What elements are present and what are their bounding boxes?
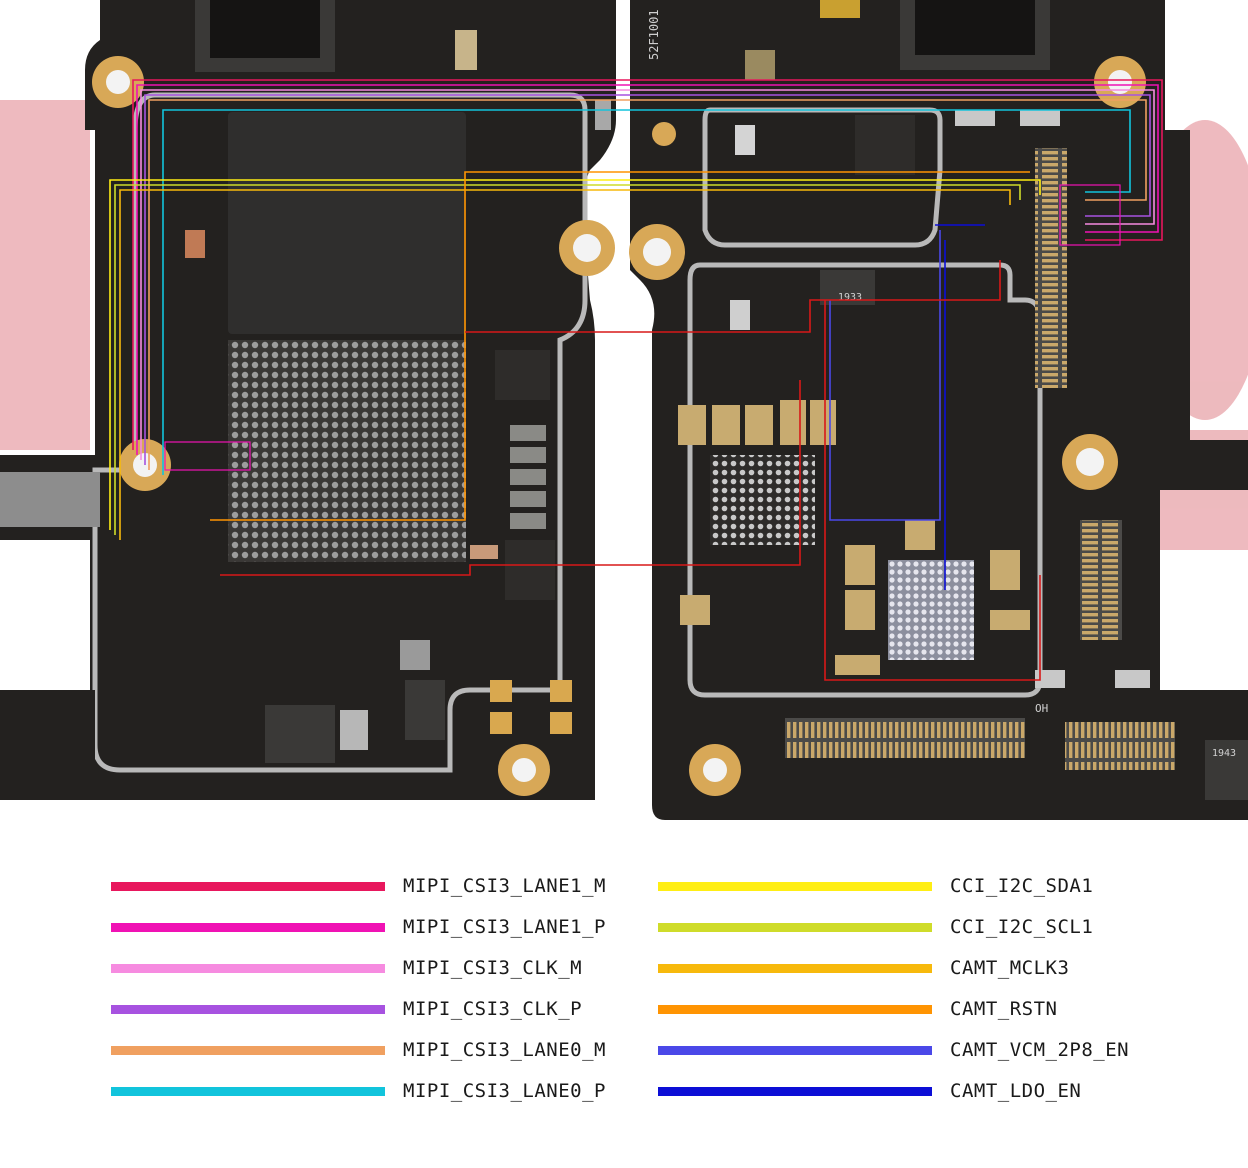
legend-label: MIPI_CSI3_LANE0_P (403, 1080, 606, 1102)
legend-label: CAMT_LDO_EN (950, 1080, 1082, 1102)
legend-swatch (658, 881, 932, 891)
trace-mclk (119, 189, 1011, 540)
trace-i2c-sda (109, 179, 1041, 530)
legend-item: MIPI_CSI3_CLK_P (111, 997, 582, 1021)
legend-label: CCI_I2C_SDA1 (950, 875, 1094, 897)
trace-vcm-en (829, 230, 941, 521)
ic-label-1943: 1943 (1212, 748, 1236, 759)
legend-label: CCI_I2C_SCL1 (950, 916, 1094, 938)
legend-label: MIPI_CSI3_LANE1_M (403, 875, 606, 897)
legend-item: MIPI_CSI3_CLK_M (111, 956, 582, 980)
legend-swatch (658, 922, 932, 932)
signal-traces (109, 79, 1163, 681)
legend-swatch (658, 963, 932, 973)
legend-swatch (111, 1045, 385, 1055)
legend-item: MIPI_CSI3_LANE1_P (111, 915, 606, 939)
legend-label: CAMT_VCM_2P8_EN (950, 1039, 1130, 1061)
legend-label: MIPI_CSI3_LANE0_M (403, 1039, 606, 1061)
connector-box-left (164, 441, 251, 471)
trace-i2c-scl (114, 184, 1021, 535)
connector-box-right (1059, 184, 1121, 246)
legend-item: CAMT_LDO_EN (658, 1079, 1081, 1103)
legend-swatch (658, 1045, 932, 1055)
signal-legend: MIPI_CSI3_LANE1_M MIPI_CSI3_LANE1_P MIPI… (0, 860, 1248, 1120)
legend-swatch (111, 1086, 385, 1096)
legend-label: MIPI_CSI3_LANE1_P (403, 916, 606, 938)
left-board (0, 0, 616, 800)
legend-swatch (111, 963, 385, 973)
legend-swatch (658, 1004, 932, 1014)
trace-rstn (210, 171, 1030, 521)
pcb-board-diagram: 52F1001 1933 OH 1943 (0, 0, 1248, 820)
trace-lane0-p (162, 109, 1131, 475)
legend-item: MIPI_CSI3_LANE0_M (111, 1038, 606, 1062)
legend-label: MIPI_CSI3_CLK_M (403, 957, 583, 979)
legend-item: CAMT_VCM_2P8_EN (658, 1038, 1129, 1062)
trace-red-1 (465, 260, 1041, 681)
trace-clk-p (144, 94, 1151, 465)
legend-swatch (111, 881, 385, 891)
legend-label: CAMT_MCLK3 (950, 957, 1070, 979)
trace-clk-m (140, 89, 1155, 460)
trace-lane1-p (136, 84, 1159, 455)
ic-label-oh: OH (1035, 702, 1048, 715)
board-marking: 52F1001 (647, 9, 661, 60)
legend-swatch (658, 1086, 932, 1096)
legend-item: CCI_I2C_SDA1 (658, 874, 1093, 898)
legend-item: MIPI_CSI3_LANE0_P (111, 1079, 606, 1103)
ic-label-1933: 1933 (838, 292, 862, 303)
legend-label: MIPI_CSI3_CLK_P (403, 998, 583, 1020)
legend-item: CAMT_RSTN (658, 997, 1057, 1021)
trace-ldo-en (935, 224, 985, 590)
trace-lane1-m (132, 79, 1163, 450)
legend-item: CAMT_MCLK3 (658, 956, 1069, 980)
legend-item: CCI_I2C_SCL1 (658, 915, 1093, 939)
legend-item: MIPI_CSI3_LANE1_M (111, 874, 606, 898)
legend-label: CAMT_RSTN (950, 998, 1058, 1020)
legend-swatch (111, 922, 385, 932)
trace-red-2 (220, 380, 801, 576)
trace-lane0-m (148, 99, 1147, 470)
legend-swatch (111, 1004, 385, 1014)
right-board: 52F1001 1933 OH 1943 (629, 0, 1248, 820)
